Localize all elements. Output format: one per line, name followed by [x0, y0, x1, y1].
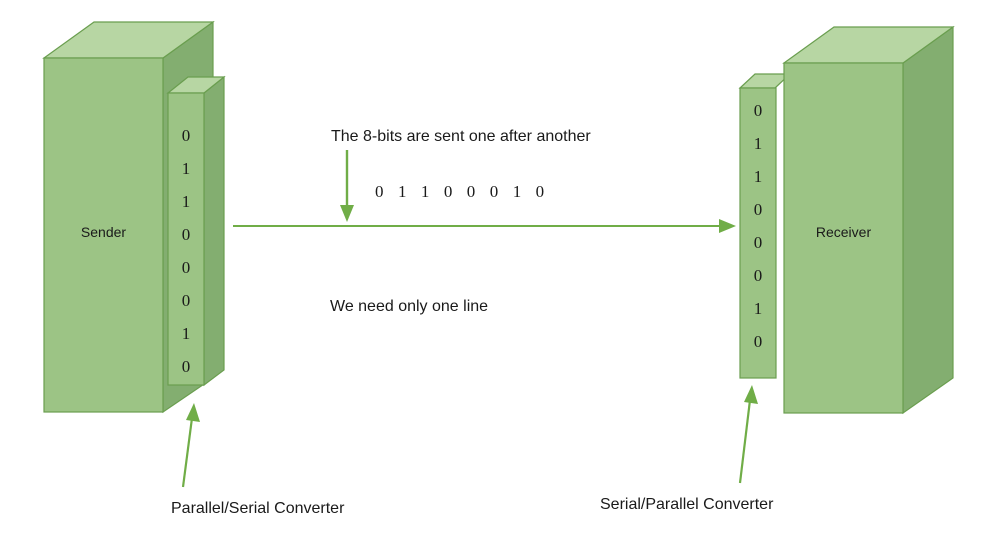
- sender-bitcol-front-face: [167, 92, 205, 386]
- sender-bit-0: 0: [181, 126, 191, 145]
- receiver-block-3d: [782, 25, 955, 415]
- sender-bit-7: 0: [181, 357, 191, 376]
- serial-parallel-converter-arrow: [738, 385, 758, 484]
- sender-bit-column-3d: [166, 75, 226, 387]
- channel-note-top: The 8-bits are sent one after another: [331, 128, 591, 145]
- sender-bit-5: 0: [181, 291, 191, 310]
- ps-converter-arrow-line: [181, 417, 194, 488]
- sender-bit-4: 0: [181, 258, 191, 277]
- sender-block-label: Sender: [80, 224, 127, 240]
- sender-bit-6: 1: [181, 324, 191, 343]
- receiver-block-label: Receiver: [815, 224, 872, 240]
- ps-converter-arrowhead: [186, 403, 200, 422]
- parallel-serial-converter-arrow: [181, 403, 200, 488]
- sender-bitcol-side-face: [203, 75, 225, 387]
- transmission-line-arrow: [233, 219, 736, 233]
- channel-bitstream: 0 1 1 0 0 0 1 0: [375, 182, 550, 201]
- receiver-bit-1: 1: [753, 134, 763, 153]
- sender-block-front-face: [43, 57, 164, 413]
- serial-parallel-converter-label: Serial/Parallel Converter: [600, 496, 774, 513]
- receiver-bit-column-values: 0 1 1 0 0 0 1 0: [740, 102, 776, 366]
- receiver-bit-4: 0: [753, 233, 763, 252]
- sp-converter-arrow-line: [738, 399, 752, 484]
- receiver-block-side-face: [902, 25, 954, 415]
- receiver-bit-column-3d: [738, 73, 792, 379]
- note-pointer-arrow: [340, 150, 354, 222]
- note-pointer-arrowhead: [340, 205, 354, 222]
- sender-bit-2: 1: [181, 192, 191, 211]
- channel-note-bottom: We need only one line: [330, 298, 489, 315]
- sender-bit-column-values: 0 1 1 0 0 0 1 0: [168, 127, 204, 391]
- receiver-bit-7: 0: [753, 332, 763, 351]
- receiver-bit-6: 1: [753, 299, 763, 318]
- receiver-bit-0: 0: [753, 101, 763, 120]
- sp-converter-arrowhead: [744, 385, 758, 404]
- receiver-bit-2: 1: [753, 167, 763, 186]
- receiver-bit-5: 0: [753, 266, 763, 285]
- transmission-line-arrowhead: [719, 219, 736, 233]
- parallel-serial-converter-label: Parallel/Serial Converter: [171, 500, 345, 517]
- receiver-block-front-face: [783, 62, 904, 414]
- receiver-bitcol-top-face: [738, 73, 792, 89]
- receiver-bit-3: 0: [753, 200, 763, 219]
- sender-bit-1: 1: [181, 159, 191, 178]
- sender-bit-3: 0: [181, 225, 191, 244]
- receiver-bitcol-front-face: [739, 87, 777, 379]
